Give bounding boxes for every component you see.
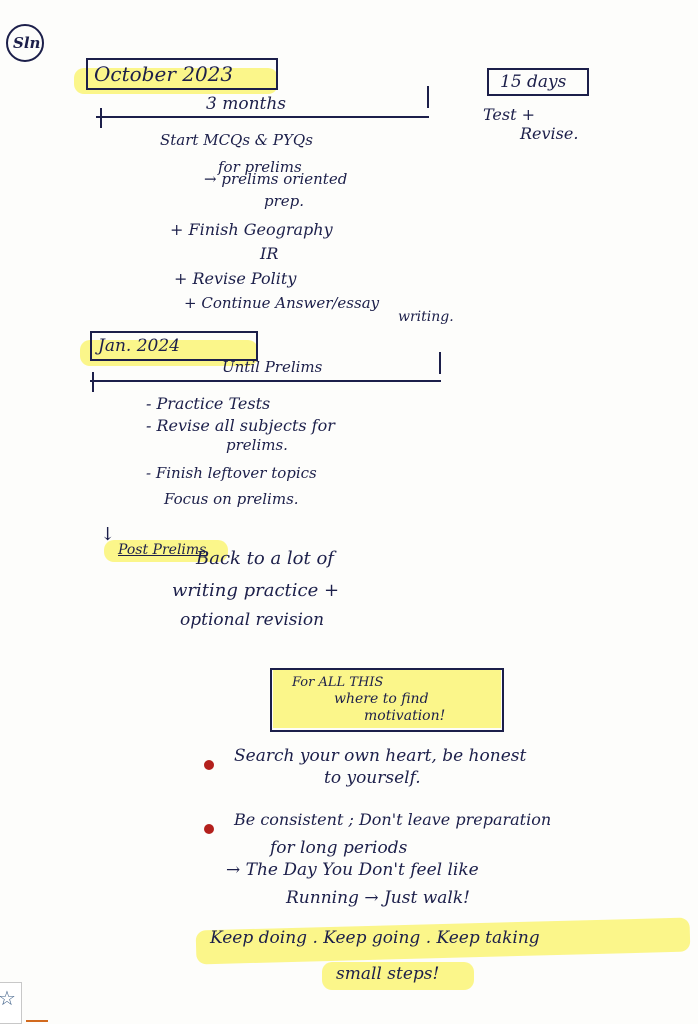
date-box: [86, 58, 278, 90]
tip-3-line-1: → The Day You Don't feel like: [226, 860, 479, 880]
side-duration: 15 days: [500, 72, 567, 92]
section1-line-9: writing.: [398, 309, 454, 325]
corner-accent: [26, 1020, 48, 1022]
motivation-line-2: where to find: [334, 691, 429, 707]
motivation-highlight: [273, 670, 501, 728]
bullet-dot-2: [204, 824, 214, 834]
timeline-2: [90, 380, 441, 382]
star-outline-icon[interactable]: ☆: [0, 986, 16, 1010]
section1-line-8: + Continue Answer/essay: [184, 294, 380, 312]
post-prelims-highlight: [104, 540, 228, 562]
section2-date: Jan. 2024: [98, 336, 180, 356]
section2-duration: Until Prelims: [222, 358, 323, 376]
section1-line-6: IR: [260, 244, 279, 263]
date2-box: [90, 331, 258, 361]
section2-line-1: - Practice Tests: [146, 394, 271, 413]
tip-1-line-2: to yourself.: [324, 768, 421, 788]
section1-line-2: for prelims: [218, 158, 302, 176]
motivation-box: [270, 668, 504, 732]
section1-line-5: + Finish Geography: [170, 220, 333, 239]
section1-line-1: Start MCQs & PYQs: [160, 131, 313, 149]
timeline-2-start: [92, 372, 94, 392]
motivation-line-1: For ALL THIS: [292, 675, 384, 690]
logo-circle: [6, 24, 44, 62]
tip-3-line-2: Running → Just walk!: [286, 888, 470, 908]
section1-date: October 2023: [94, 62, 234, 86]
motivation-line-3: motivation!: [364, 708, 446, 724]
section2-line-3: prelims.: [226, 436, 288, 454]
section3-title: Post Prelims: [118, 542, 207, 558]
section2-line-5: Focus on prelims.: [164, 490, 299, 508]
section3-line-3: optional revision: [180, 610, 325, 630]
section1-line-7: + Revise Polity: [174, 269, 297, 288]
date2-highlight: [80, 340, 258, 366]
section2-line-2: - Revise all subjects for: [146, 416, 335, 435]
timeline-1-start: [100, 108, 102, 128]
section1-line-4: prep.: [264, 192, 305, 210]
closing-line-2: small steps!: [336, 964, 440, 984]
closing-highlight-2: [322, 962, 474, 990]
side-line-2: Revise.: [520, 124, 579, 143]
side-box: [487, 68, 589, 96]
timeline-2-end: [439, 352, 441, 374]
section2-line-4: - Finish leftover topics: [146, 464, 317, 482]
tip-2-line-1: Be consistent ; Don't leave preparation: [234, 810, 552, 829]
timeline-1-end: [427, 86, 429, 108]
section3-line-2: writing practice +: [172, 580, 340, 601]
section1-line-3: → prelims oriented: [204, 170, 348, 188]
logo-text: Sln: [13, 34, 41, 52]
tip-1-line-1: Search your own heart, be honest: [234, 746, 527, 766]
bullet-dot-1: [204, 760, 214, 770]
timeline-1: [96, 116, 429, 118]
section1-duration: 3 months: [206, 94, 287, 114]
section3-line-1: Back to a lot of: [196, 548, 334, 569]
side-line-1: Test +: [483, 105, 536, 124]
closing-line-1: Keep doing . Keep going . Keep taking: [210, 928, 540, 948]
down-arrow: ↓: [100, 524, 116, 545]
tip-2-line-2: for long periods: [270, 838, 408, 858]
